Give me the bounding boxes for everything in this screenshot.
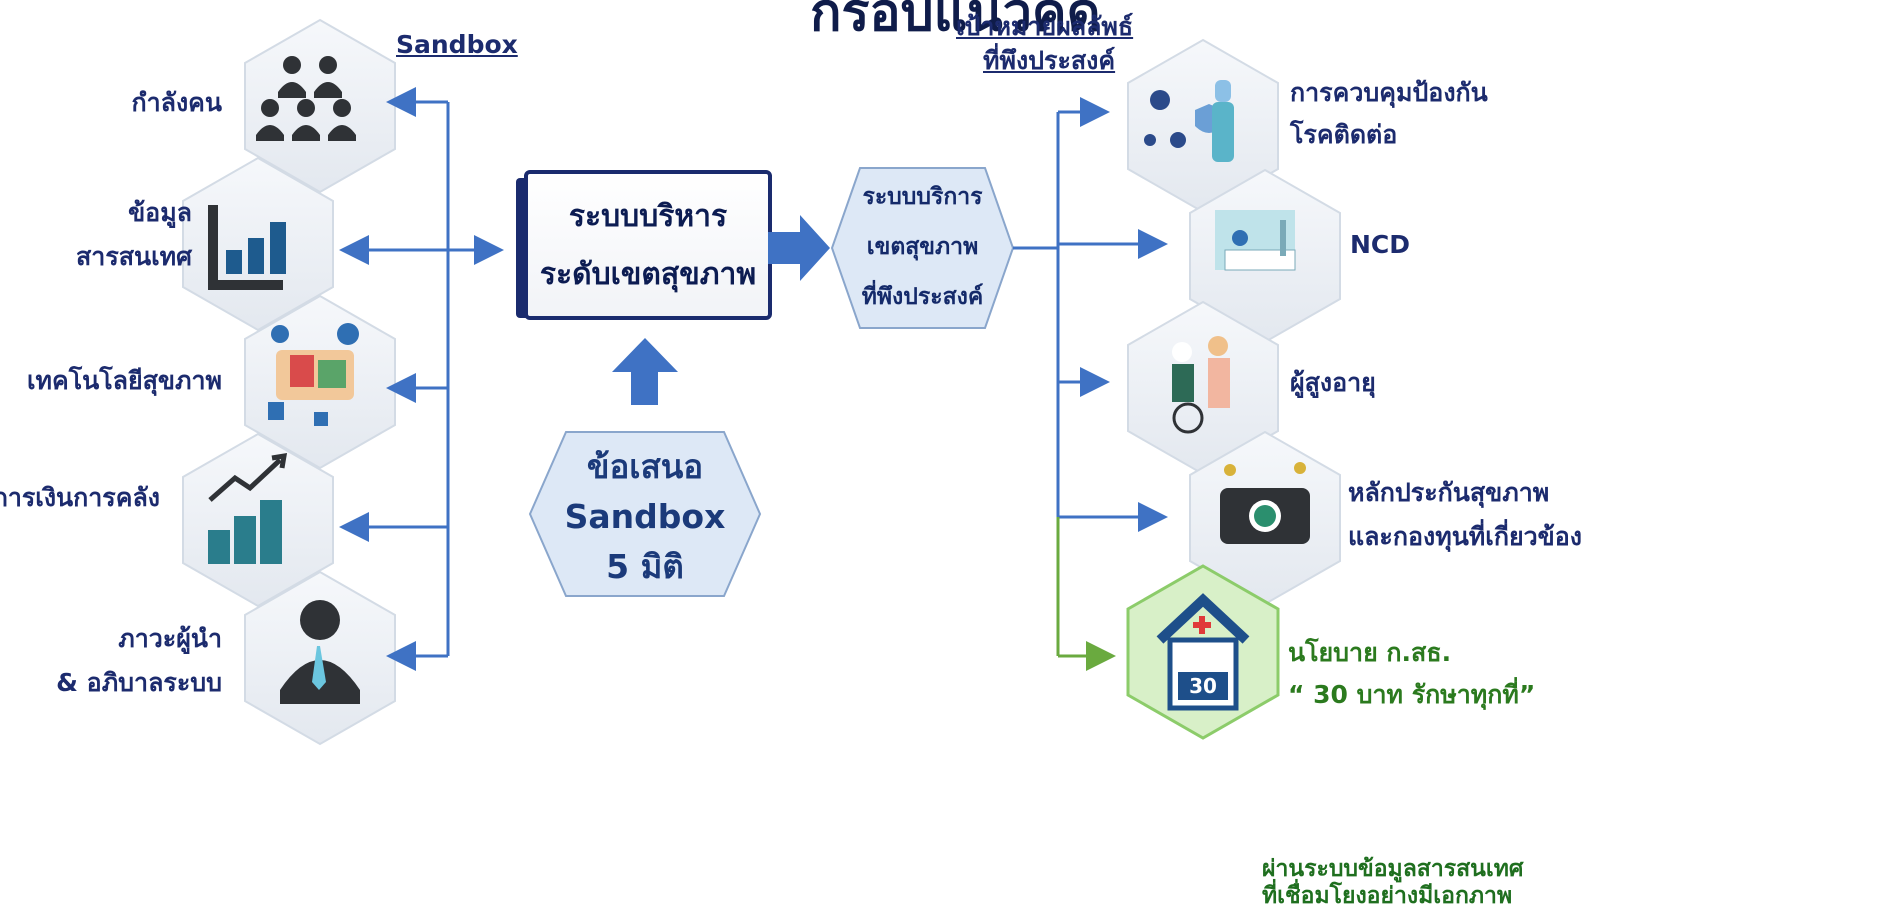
sandbox-heading: Sandbox [396, 30, 518, 59]
clinic-30-baht-icon [1156, 593, 1250, 711]
label-leadership-line1: ภาวะผู้นำ [118, 624, 222, 653]
outcome-heading-line2: ที่พึงประสงค์ [983, 46, 1116, 75]
big-right-arrow [768, 215, 830, 281]
up-arrow [612, 338, 678, 405]
health-fund-icon [1220, 462, 1310, 544]
label-elderly: ผู้สูงอายุ [1290, 368, 1376, 397]
elderly-icon [1172, 336, 1230, 434]
service-hexagon-shape [830, 167, 1015, 329]
proposal-hexagon-shape [528, 431, 762, 597]
health-tech-icon [268, 323, 359, 426]
center-box-line1: ระบบบริหาร [568, 199, 728, 234]
label-leadership-line2: & อภิบาลระบบ [56, 668, 222, 697]
service-line3: ที่พึงประสงค์ [861, 284, 984, 310]
page-title: กรอบแนวคิด [810, 0, 1101, 43]
right-connector [1013, 97, 1168, 532]
left-connector [339, 87, 504, 671]
center-management-box-shape [516, 170, 772, 320]
proposal-line1: ข้อเสนอ [586, 447, 704, 486]
proposal-line2: Sandbox [564, 497, 726, 536]
label-finance: การเงินการคลัง [0, 483, 160, 512]
disease-control-icon [1144, 80, 1234, 162]
label-disease-control-line1: การควบคุมป้องกัน [1290, 78, 1488, 107]
clinic-badge: 30 [1189, 674, 1217, 698]
proposal-line3: 5 มิติ [606, 547, 684, 586]
policy-line2: “ 30 บาท รักษาทุกที่” [1288, 680, 1536, 709]
policy-sub-line1: ผ่านระบบข้อมูลสารสนเทศ [1262, 856, 1524, 882]
policy-sub-line2: ที่เชื่อมโยงอย่างมีเอกภาพ [1262, 883, 1513, 909]
hex-manpower [244, 18, 396, 194]
center-box-line2: ระดับเขตสุขภาพ [539, 257, 757, 292]
outcome-heading-line1: เป้าหมายผลลัพธ์ [956, 12, 1134, 41]
label-information-line1: ข้อมูล [128, 198, 192, 227]
label-health-fund-line1: หลักประกันสุขภาพ [1348, 478, 1550, 507]
label-information-line2: สารสนเทศ [76, 242, 192, 271]
service-line2: เขตสุขภาพ [866, 234, 979, 260]
label-ncd: NCD [1350, 230, 1411, 259]
policy-line1: นโยบาย ก.สธ. [1288, 638, 1452, 667]
label-health-tech: เทคโนโลยีสุขภาพ [26, 366, 222, 395]
finance-chart-icon [208, 452, 288, 564]
label-disease-control-line2: โรคติดต่อ [1290, 120, 1398, 149]
label-manpower: กำลังคน [131, 88, 222, 117]
green-connector [1056, 517, 1116, 671]
label-health-fund-line2: และกองทุนที่เกี่ยวข้อง [1348, 522, 1582, 551]
service-line1: ระบบบริการ [862, 184, 983, 210]
bar-chart-icon [208, 205, 286, 290]
people-icon [256, 56, 356, 141]
leader-icon [280, 600, 360, 704]
hospital-bed-icon [1215, 210, 1296, 271]
